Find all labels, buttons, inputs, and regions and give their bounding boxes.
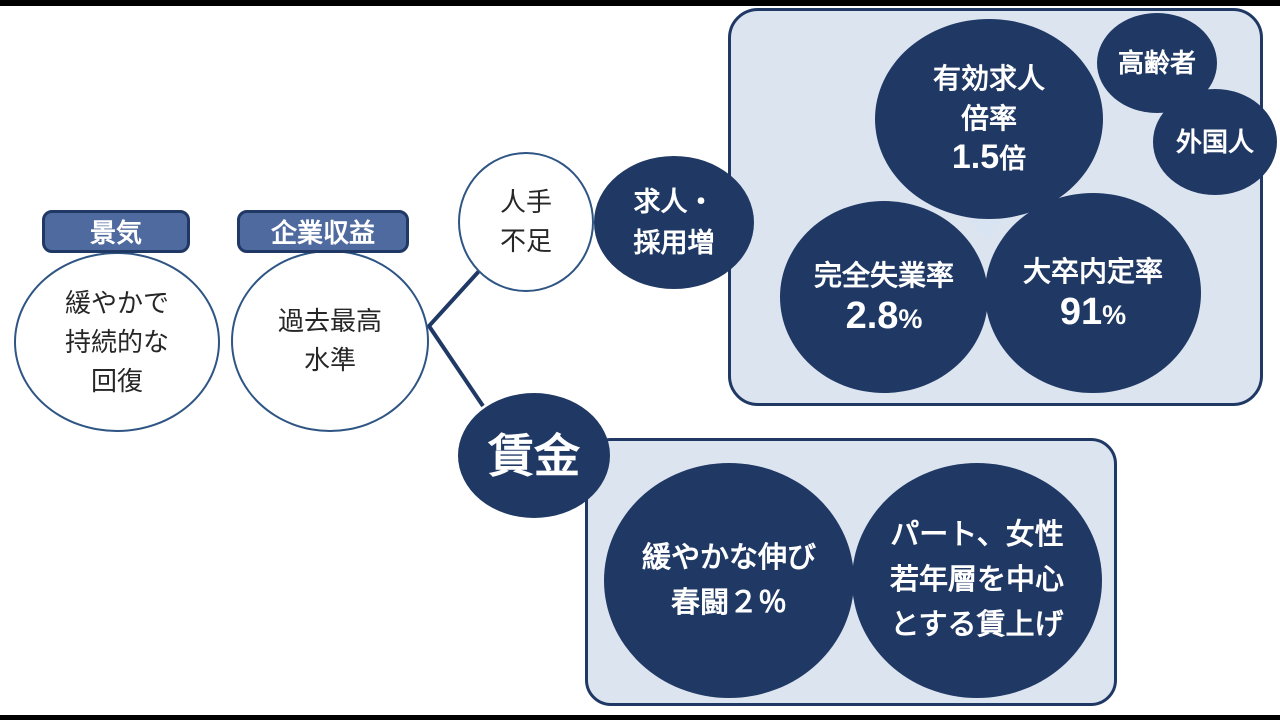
labor-shortage-circle: 人手 不足	[458, 152, 594, 292]
employment-panel: 有効求人 倍率 1.5倍 高齢者 外国人 完全失業率 2.8% 大卒内定率 91…	[728, 8, 1277, 406]
hiring-increase-text: 採用増	[633, 227, 715, 258]
jobs-ratio-unit: 倍	[999, 144, 1027, 175]
corporate-profits-text: 水準	[303, 345, 356, 375]
grad-job-offer-rate-circle: 大卒内定率 91%	[985, 193, 1201, 393]
jobs-to-applicants-circle: 有効求人 倍率 1.5倍	[875, 19, 1103, 219]
foreign-workers-label: 外国人	[1175, 126, 1254, 157]
foreign-workers-circle: 外国人	[1153, 89, 1277, 195]
grad-offer-rate-title: 大卒内定率	[1022, 255, 1163, 287]
wage-growth-circle: 緩やかな伸び 春闘２％	[604, 463, 854, 698]
business-cycle-text: 緩やかで	[64, 287, 169, 318]
hiring-increase-circle: 求人・ 採用増	[594, 156, 754, 289]
jobs-ratio-text: 倍率	[960, 102, 1017, 134]
jobs-ratio-text: 有効求人	[932, 62, 1045, 94]
down-triangle-icon	[969, 220, 1005, 240]
wage-growth-text: 春闘２％	[670, 586, 787, 619]
labor-shortage-text: 人手	[499, 187, 552, 217]
grad-offer-rate-unit: %	[1102, 299, 1127, 330]
corporate-profits-tag: 企業収益	[237, 210, 409, 253]
business-cycle-text: 持続的な	[64, 326, 169, 357]
grad-offer-rate-number: 91	[1059, 290, 1103, 333]
wage-raise-text: 若年層を中心	[889, 564, 1064, 597]
letterbox-top	[0, 0, 1280, 6]
jobs-ratio-number: 1.5	[951, 138, 1000, 177]
unemployment-rate-number: 2.8	[845, 294, 899, 337]
unemployment-rate-unit: %	[898, 303, 923, 334]
labor-shortage-text: 不足	[499, 226, 552, 256]
jobs-ratio-value: 1.5倍	[952, 138, 1026, 179]
letterbox-bottom	[0, 715, 1280, 720]
wage-raise-text: パート、女性	[890, 519, 1064, 552]
business-cycle-tag-label: 景気	[89, 218, 142, 248]
elderly-workers-label: 高齢者	[1117, 47, 1196, 78]
unemployment-rate-title: 完全失業率	[813, 259, 954, 291]
unemployment-rate-circle: 完全失業率 2.8%	[780, 201, 988, 393]
business-cycle-tag: 景気	[42, 210, 190, 253]
wages-label: 賃金	[488, 429, 580, 482]
wages-circle: 賃金	[458, 393, 610, 518]
hiring-increase-text: 求人・	[633, 187, 715, 217]
corporate-profits-circle: 過去最高 水準	[231, 250, 429, 432]
corporate-profits-tag-label: 企業収益	[270, 218, 375, 248]
unemployment-rate-value: 2.8%	[845, 294, 923, 339]
business-cycle-text: 回復	[90, 365, 143, 396]
grad-offer-rate-value: 91%	[1059, 290, 1127, 335]
wage-raise-text: とする賃上げ	[890, 608, 1064, 641]
business-cycle-circle: 緩やかで 持続的な 回復	[14, 252, 220, 432]
corporate-profits-text: 過去最高	[277, 306, 382, 336]
wage-raise-groups-circle: パート、女性 若年層を中心 とする賃上げ	[852, 463, 1102, 698]
wage-growth-text: 緩やかな伸び	[641, 541, 816, 574]
wage-panel: 緩やかな伸び 春闘２％ パート、女性 若年層を中心 とする賃上げ	[585, 438, 1117, 706]
